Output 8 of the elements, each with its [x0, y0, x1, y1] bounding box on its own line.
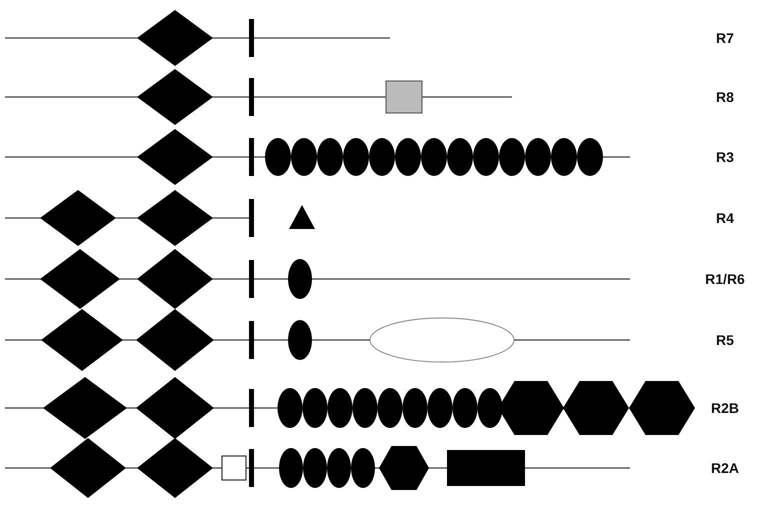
row-label: R8: [715, 89, 735, 105]
row-label: R4: [715, 210, 735, 226]
row-label: R2B: [710, 400, 740, 416]
row-label: R2A: [710, 460, 740, 476]
row-label: R5: [715, 332, 735, 348]
row-label: R3: [715, 149, 735, 165]
row-label: R7: [715, 30, 735, 46]
row-label: R1/R6: [704, 271, 746, 287]
